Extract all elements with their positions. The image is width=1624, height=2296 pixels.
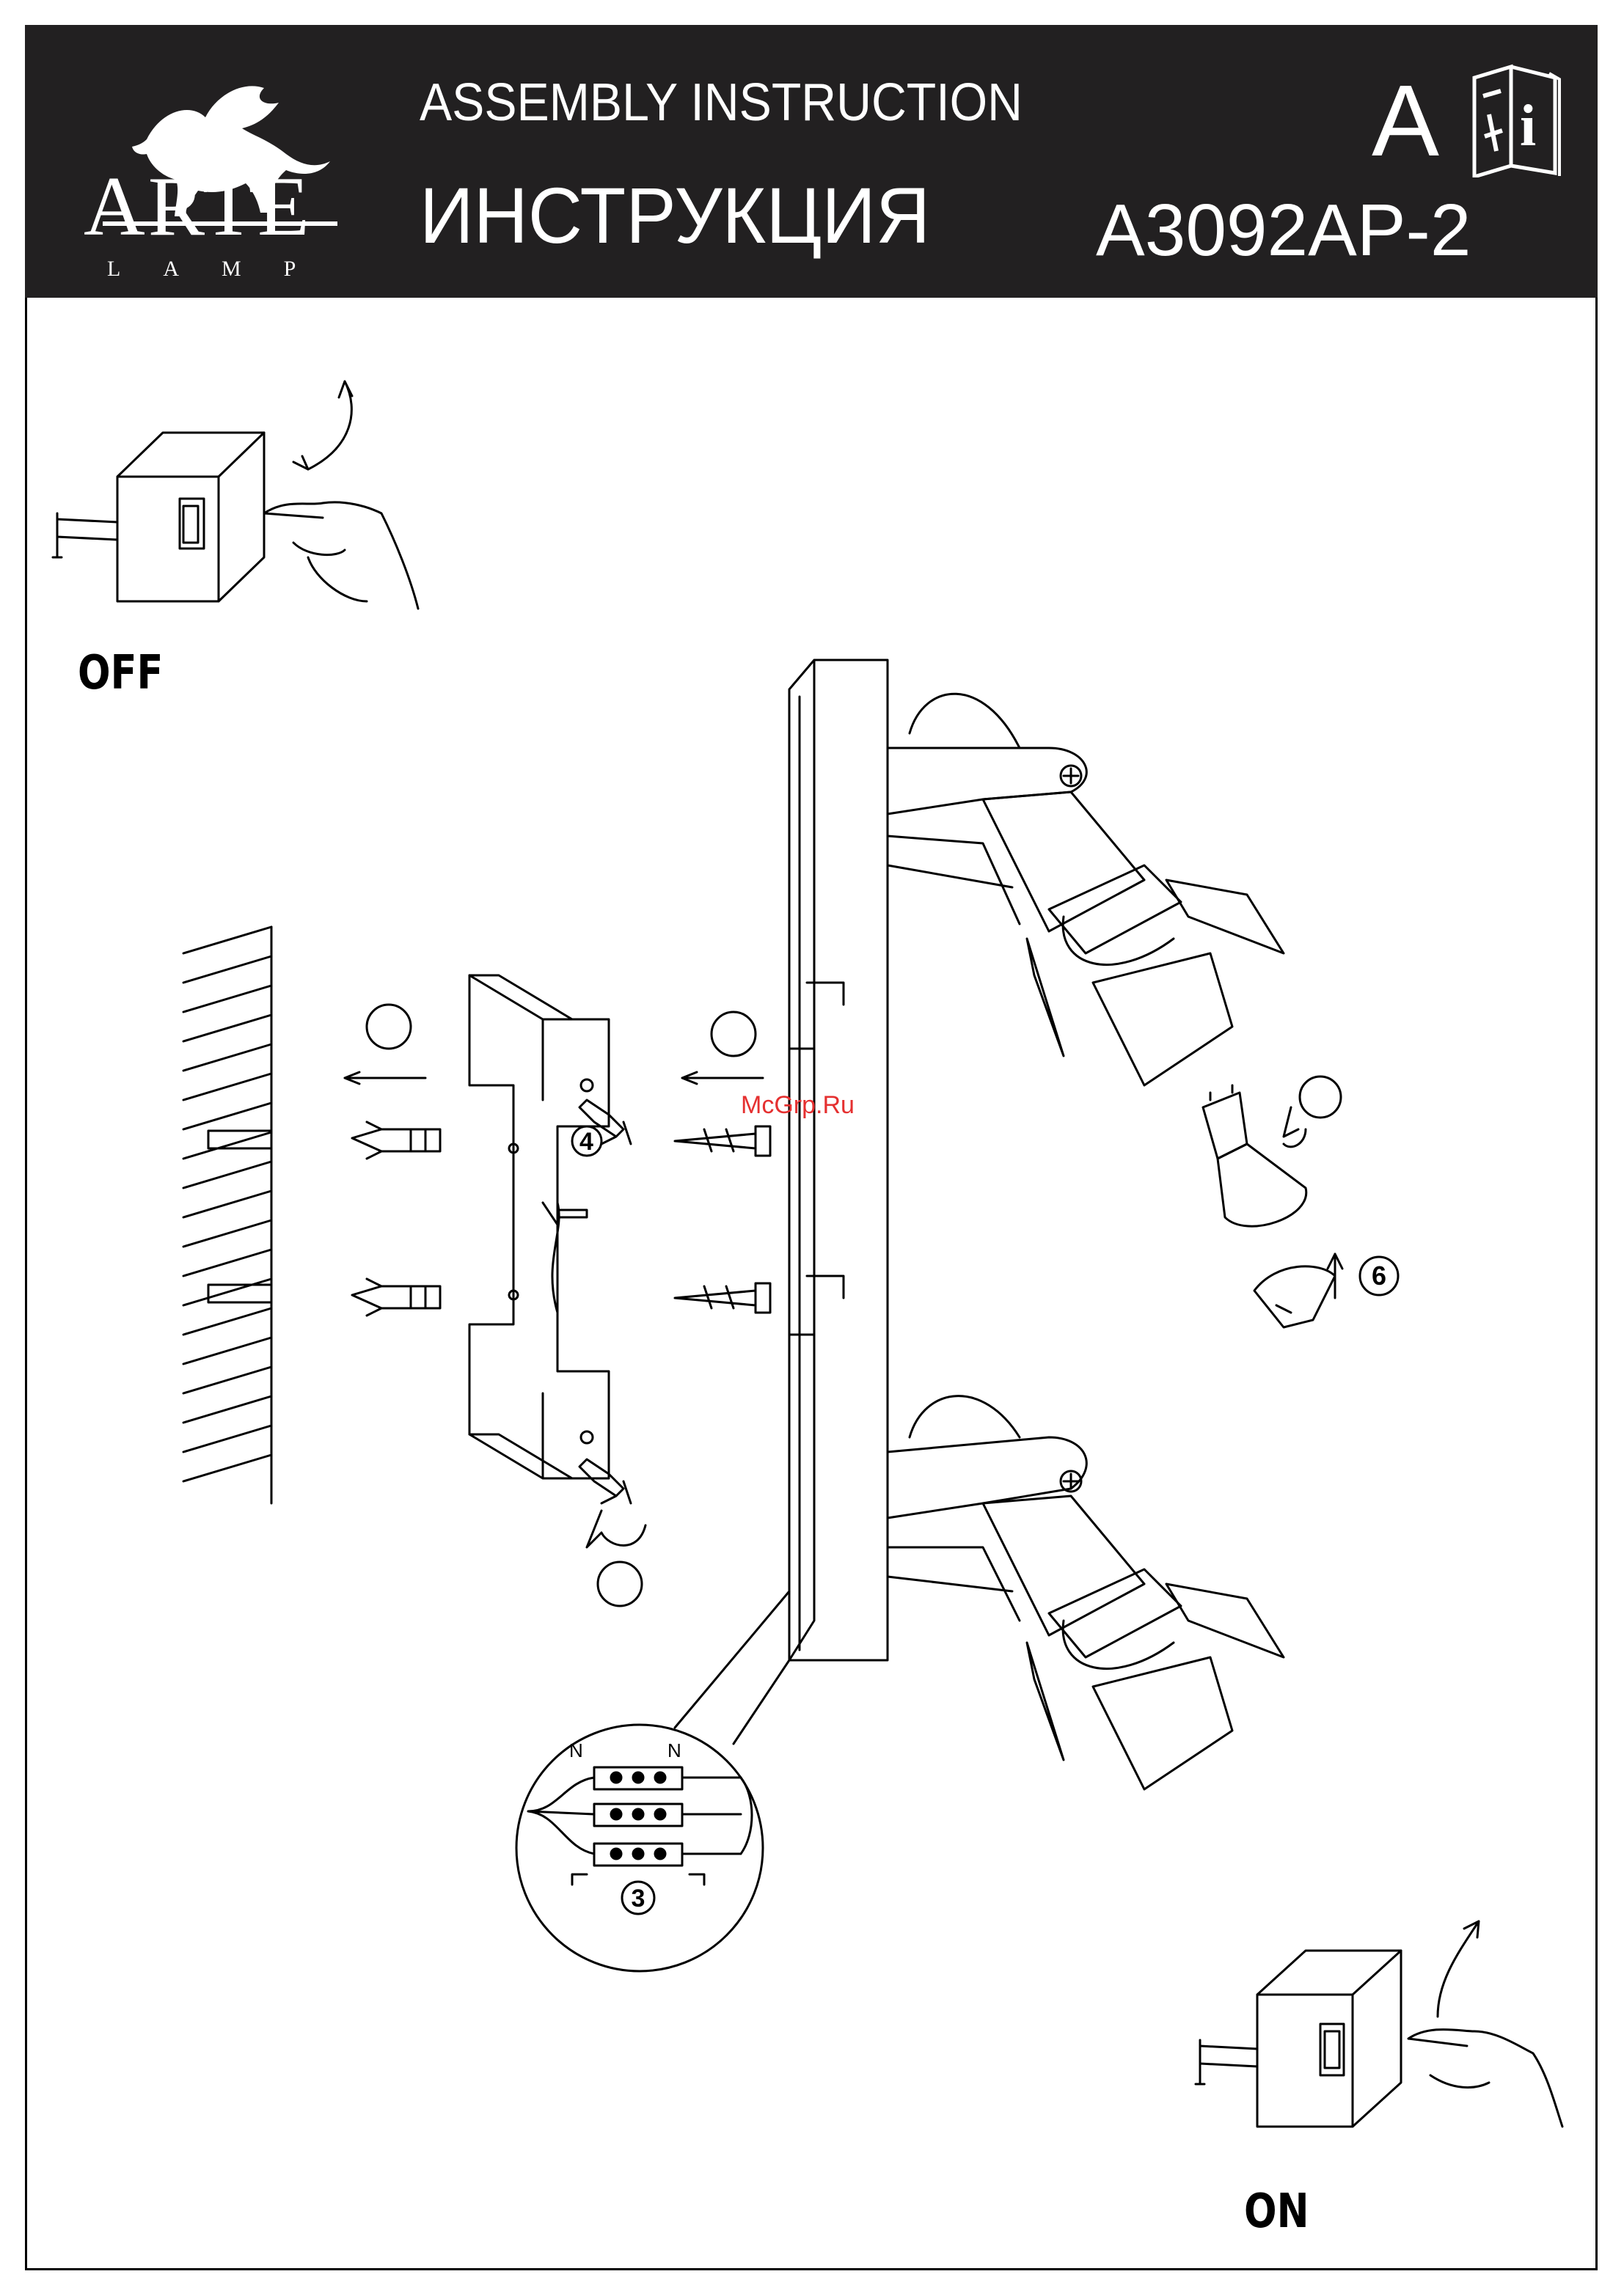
wiring-detail-callout xyxy=(516,1591,789,1971)
step-number-6: 6 xyxy=(1372,1261,1386,1291)
light-switch-off-icon xyxy=(53,381,418,609)
light-switch-on-icon xyxy=(1196,1921,1562,2127)
spotlight-bottom xyxy=(888,1396,1284,1789)
step-circle-empty xyxy=(1300,1077,1341,1118)
small-screw-icon xyxy=(543,1203,587,1225)
terminal-mark-left: N xyxy=(569,1739,583,1761)
rotate-arrow-icon xyxy=(1284,1107,1306,1147)
terminal-mark-right: N xyxy=(667,1739,681,1761)
mounting-screw-icon xyxy=(675,1126,770,1313)
wall-plug-icon xyxy=(352,1122,440,1316)
direction-arrow-icon xyxy=(1328,1254,1342,1298)
step-number-4: 4 xyxy=(579,1128,593,1156)
lamp-base-rail xyxy=(789,660,888,1660)
switch-off-label: OFF xyxy=(78,650,163,697)
step-circle-empty xyxy=(598,1562,642,1606)
switch-on-label: ON xyxy=(1244,2188,1309,2235)
step-circle-empty xyxy=(367,1005,411,1049)
direction-arrow-icon xyxy=(345,1072,425,1084)
watermark: McGrp.Ru xyxy=(741,1093,855,1118)
rotate-arrow-icon xyxy=(587,1511,645,1547)
step-number-3: 3 xyxy=(632,1885,645,1912)
step-circle-empty xyxy=(712,1012,756,1056)
lamp-holder-icon xyxy=(1254,1266,1335,1327)
wall-section xyxy=(183,927,271,1503)
spotlight-top xyxy=(888,694,1284,1085)
direction-arrow-icon xyxy=(682,1072,763,1084)
mounting-bracket xyxy=(469,975,609,1478)
